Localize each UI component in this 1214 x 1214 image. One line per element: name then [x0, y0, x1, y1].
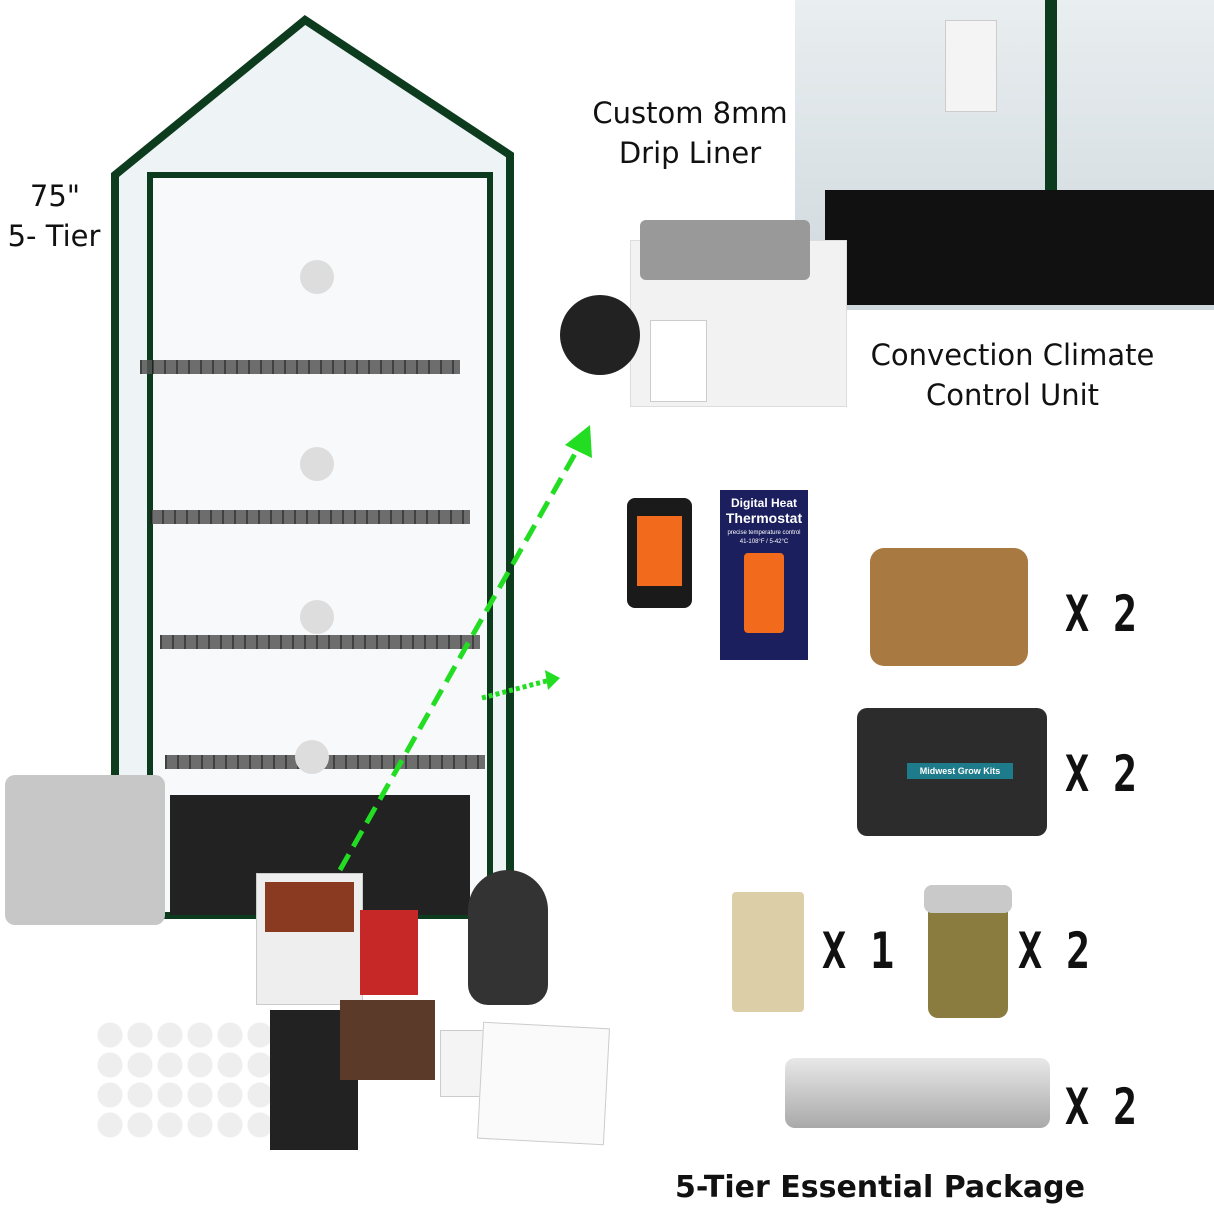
grain-bag-quantity: X 2 [1065, 585, 1138, 643]
lava-rock-tray [256, 873, 363, 1005]
thermostat-box-line2: Thermostat [725, 510, 803, 526]
thermostat-box-line1: Digital Heat [730, 496, 797, 510]
substrate-bag: Midwest Grow Kits [857, 708, 1047, 836]
guide-booklet [477, 1021, 610, 1146]
bag-label: Midwest Grow Kits [907, 763, 1013, 779]
spawn-jar [924, 885, 1012, 1018]
arrowhead-icon [565, 425, 592, 458]
liner-label-line2: Drip Liner [618, 136, 762, 170]
greenhouse [110, 15, 520, 935]
ceramic-heater-box [360, 910, 418, 995]
tray-quantity: X 2 [1065, 1078, 1138, 1136]
thermostat-controller [627, 498, 692, 608]
vent [300, 600, 334, 634]
jar-quantity: X 2 [1018, 922, 1091, 980]
grain-bag [870, 548, 1028, 666]
shelf [150, 510, 470, 524]
shelf [140, 360, 460, 374]
thermostat-box-range: 41-108°F / 5-42°C [739, 539, 789, 545]
foil-tray [785, 1058, 1050, 1128]
drip-liner-photo [795, 0, 1214, 310]
vent [295, 740, 329, 774]
tiers-label: 5- Tier [7, 219, 101, 253]
shelf [160, 635, 480, 649]
climate-label-line1: Convection Climate [870, 338, 1155, 372]
vent [300, 260, 334, 294]
substrate-bag-quantity: X 2 [1065, 745, 1138, 803]
liner-label-line1: Custom 8mm [592, 96, 788, 130]
foil-pans [5, 775, 165, 925]
vermiculite-quantity: X 1 [822, 922, 895, 980]
led-strip-box [340, 1000, 435, 1080]
height-label: 75" [29, 179, 81, 213]
climate-label-line2: Control Unit [925, 378, 1100, 412]
filter-discs [95, 1020, 275, 1140]
thermostat-box-subtitle: precise temperature control [727, 530, 801, 536]
vent [300, 447, 334, 481]
thermostat-box: Digital Heat Thermostat precise temperat… [720, 490, 808, 660]
package-title: 5-Tier Essential Package [675, 1170, 1085, 1205]
humidifier [468, 870, 548, 1005]
vermiculite-bag [732, 892, 804, 1012]
climate-control-unit [560, 220, 847, 410]
arrowhead-icon [545, 670, 560, 690]
